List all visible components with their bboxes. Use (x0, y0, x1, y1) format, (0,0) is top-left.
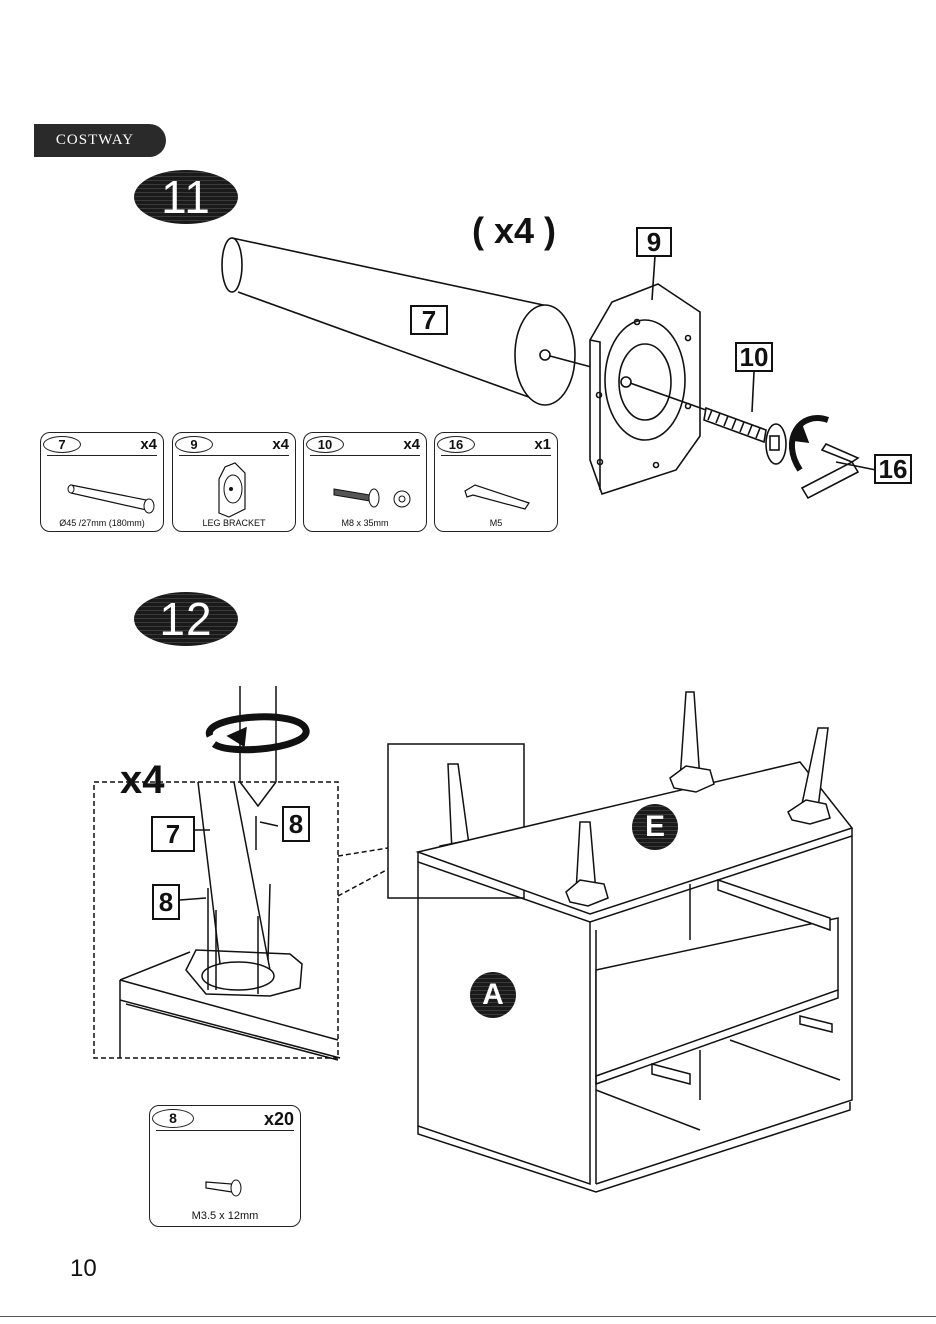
label-screw-8-left: 8 (152, 884, 180, 920)
part-caption: M3.5 x 12mm (150, 1210, 300, 1222)
page-number: 10 (70, 1255, 97, 1283)
label-screw-8-top: 8 (282, 806, 310, 842)
panel-label-a: A (470, 972, 516, 1018)
panel-label-e: E (632, 804, 678, 850)
label-leg-7-step12: 7 (151, 816, 195, 852)
part-card-screw: 8 x20 M3.5 x 12mm (149, 1105, 301, 1227)
footer-divider (0, 1316, 936, 1317)
